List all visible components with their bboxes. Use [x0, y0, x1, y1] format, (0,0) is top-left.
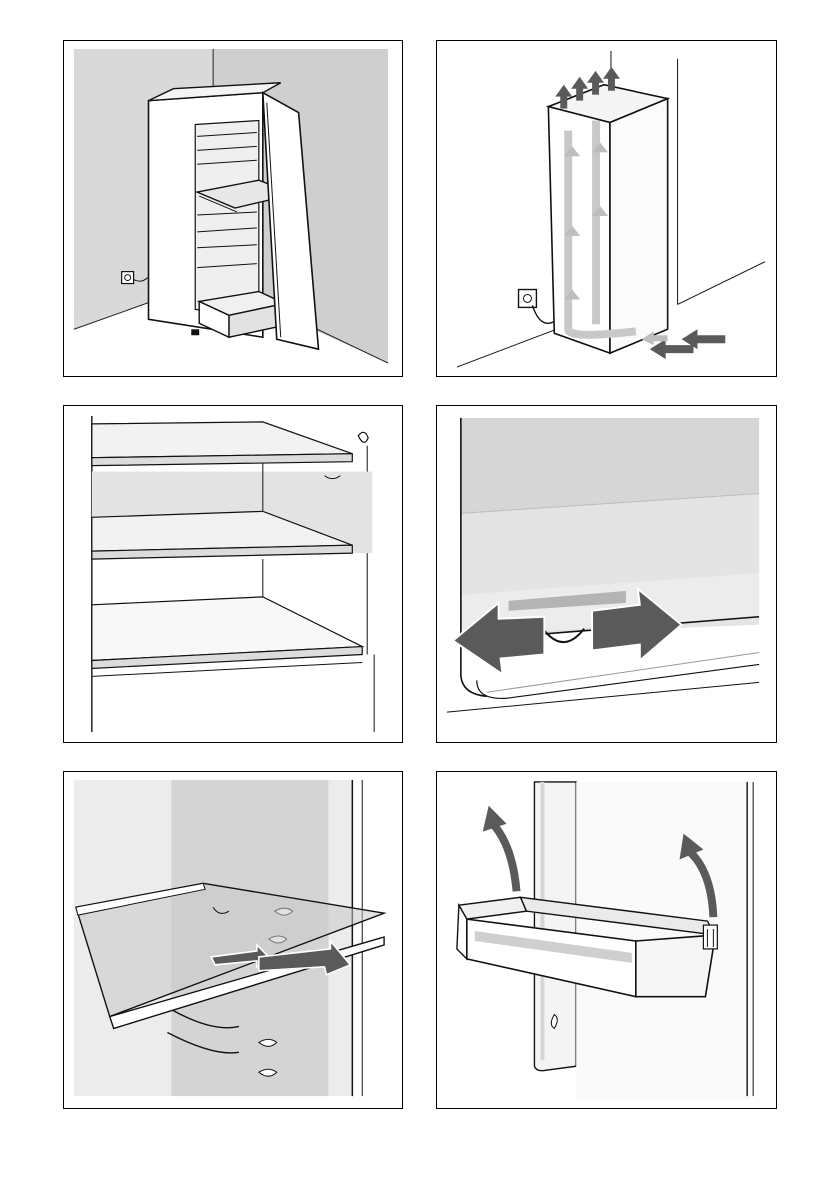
slide-control-left-right-icon	[437, 406, 776, 742]
figure-panel-shelves	[63, 405, 403, 743]
door-rack-lift-out-icon	[437, 772, 776, 1108]
figure-panel-door-rack	[436, 771, 777, 1109]
appliance-ventilation-airflow-icon	[437, 41, 776, 376]
figure-panel-slide-control	[436, 405, 777, 743]
freezer-open-in-corner-icon	[64, 41, 402, 376]
figure-panel-glass-shelf	[63, 771, 403, 1109]
glass-shelf-removal-icon	[64, 772, 402, 1108]
interior-shelves-icon	[64, 406, 402, 742]
figure-panel-ventilation	[436, 40, 777, 377]
figure-panel-freezer-corner	[63, 40, 403, 377]
